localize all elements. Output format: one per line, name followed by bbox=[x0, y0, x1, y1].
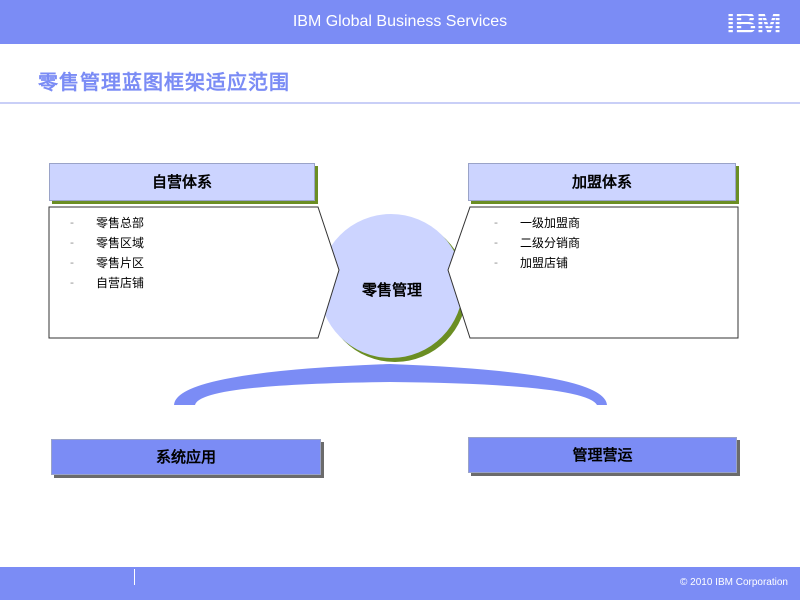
slide-title: 零售管理蓝图框架适应范围 bbox=[38, 70, 290, 94]
bullet-dash: - bbox=[70, 236, 74, 249]
bullet-dash: - bbox=[494, 216, 498, 229]
bullet-dash: - bbox=[70, 216, 74, 229]
self-operated-list: -零售总部 -零售区域 -零售片区 -自营店铺 bbox=[70, 213, 144, 293]
list-item: -二级分销商 bbox=[494, 233, 580, 253]
right-chevron-box bbox=[447, 206, 739, 339]
footer-divider bbox=[134, 569, 135, 585]
header-title: IBM Global Business Services bbox=[292, 13, 508, 30]
list-item: -一级加盟商 bbox=[494, 213, 580, 233]
retail-management-label: 零售管理 bbox=[361, 281, 422, 299]
list-item: -自营店铺 bbox=[70, 273, 144, 293]
header-bar bbox=[0, 0, 800, 44]
bullet-dash: - bbox=[494, 256, 498, 269]
copyright-text: © 2010 IBM Corporation bbox=[680, 577, 788, 588]
list-item: -零售片区 bbox=[70, 253, 144, 273]
self-operated-header: 自营体系 bbox=[49, 163, 315, 201]
franchise-list: -一级加盟商 -二级分销商 -加盟店铺 bbox=[494, 213, 580, 273]
list-item: -加盟店铺 bbox=[494, 253, 580, 273]
arc-base bbox=[174, 364, 607, 405]
bullet-dash: - bbox=[70, 256, 74, 269]
ibm-logo-text: IBM bbox=[727, 7, 782, 38]
list-item: -零售区域 bbox=[70, 233, 144, 253]
left-chevron-box bbox=[48, 206, 340, 339]
management-operation-box: 管理营运 bbox=[468, 437, 737, 473]
franchise-header: 加盟体系 bbox=[468, 163, 736, 201]
ibm-logo: IBM bbox=[727, 7, 782, 38]
list-item: -零售总部 bbox=[70, 213, 144, 233]
bullet-dash: - bbox=[494, 236, 498, 249]
system-application-box: 系统应用 bbox=[51, 439, 321, 475]
title-divider bbox=[0, 102, 800, 104]
footer-bar bbox=[0, 567, 800, 600]
center-circle bbox=[319, 214, 463, 358]
bullet-dash: - bbox=[70, 276, 74, 289]
